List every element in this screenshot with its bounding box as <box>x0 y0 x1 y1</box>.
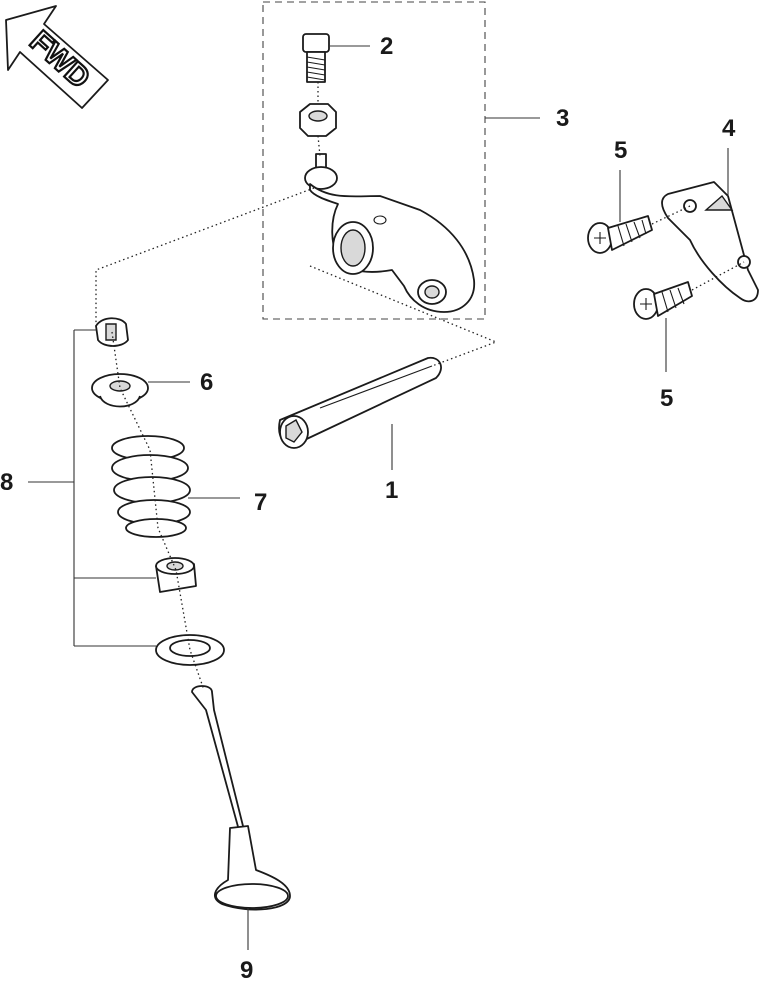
callout-5-upper: 5 <box>614 137 627 164</box>
callout-3: 3 <box>556 105 569 132</box>
callout-2: 2 <box>380 33 393 60</box>
rocker-shaft-part <box>278 356 442 449</box>
assembly-line-valve-axis <box>111 331 205 691</box>
callout-6: 6 <box>200 369 213 396</box>
leader-line-8 <box>28 329 156 647</box>
rocker-arm-assembly-box <box>262 1 486 320</box>
callout-7: 7 <box>254 489 267 516</box>
valve-spring-part <box>111 435 191 538</box>
assembly-line-adjuster <box>317 82 321 157</box>
spring-seat-washer-part <box>155 634 225 666</box>
plate-screw-upper-part <box>587 215 653 254</box>
assembly-line-rocker-to-valve <box>95 187 315 330</box>
adjuster-screw-part <box>302 33 330 83</box>
rocker-arm-part <box>304 153 475 313</box>
callout-5-lower: 5 <box>660 385 673 412</box>
callout-4: 4 <box>722 115 736 142</box>
retaining-plate-part <box>661 181 759 303</box>
callout-1: 1 <box>385 477 398 504</box>
valve-stem-seal-part <box>155 557 197 593</box>
plate-screw-lower-part <box>633 281 693 320</box>
callout-9: 9 <box>240 957 253 982</box>
lock-nut-part <box>299 103 337 137</box>
valve-part <box>191 685 291 911</box>
assembly-line-screw-lower <box>691 261 745 291</box>
spring-retainer-part <box>91 373 149 408</box>
callout-8: 8 <box>0 469 13 496</box>
fwd-arrow-icon: FWD <box>5 5 109 109</box>
